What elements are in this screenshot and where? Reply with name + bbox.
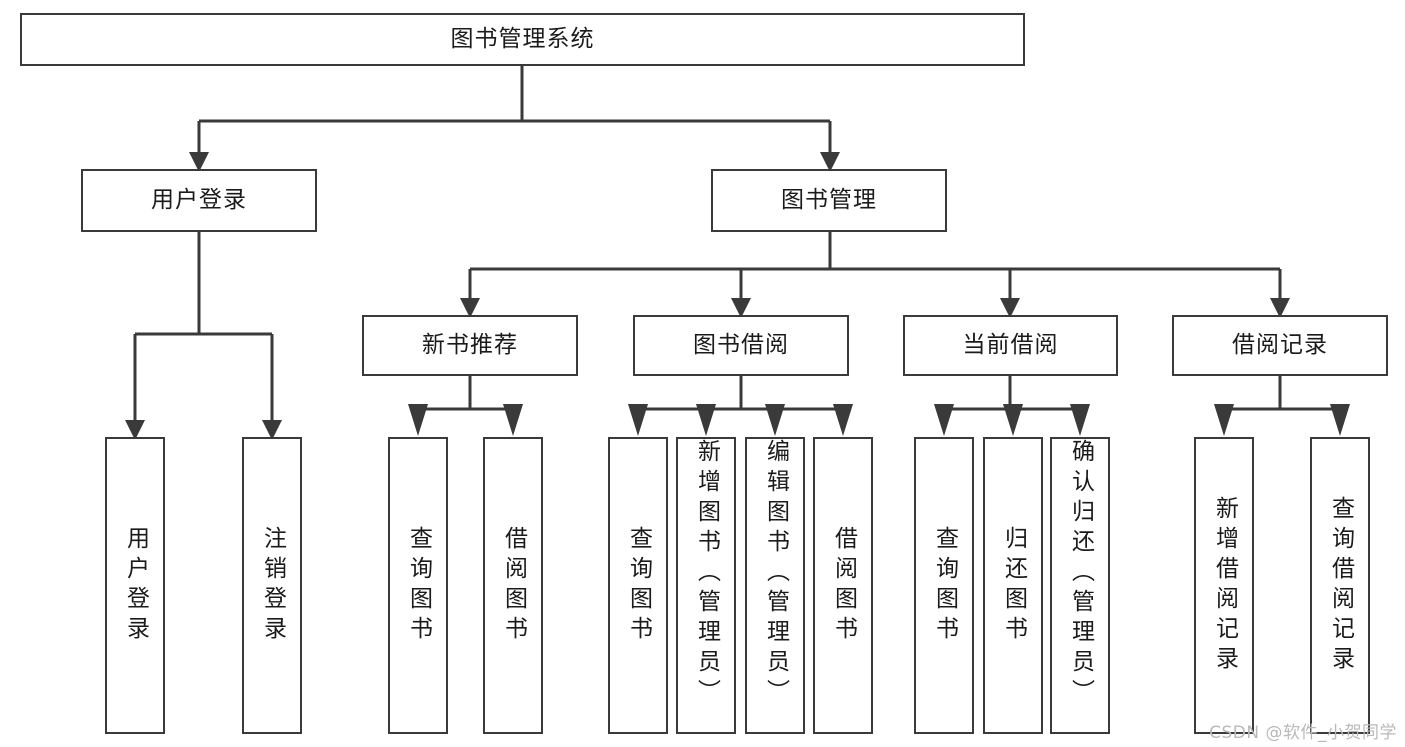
node-leaf-query-book-1[interactable]: 查询图书 [388, 437, 448, 734]
node-current-borrow-label: 当前借阅 [962, 332, 1059, 358]
node-leaf-confirm-return[interactable]: 确认归还（管理员） [1050, 437, 1110, 734]
node-leaf-query-book-3-label: 查询图书 [931, 525, 958, 646]
arrow-leaf-query-record [1330, 404, 1350, 436]
arrow-leaf-query-book-1 [408, 404, 428, 436]
node-book-manage[interactable]: 图书管理 [711, 169, 947, 232]
node-leaf-edit-book-label: 编辑图书（管理员） [762, 439, 789, 709]
arrow-leaf-add-book [696, 404, 716, 436]
node-current-borrow[interactable]: 当前借阅 [903, 315, 1118, 376]
node-leaf-return-book-label: 归还图书 [1000, 525, 1027, 646]
node-leaf-edit-book[interactable]: 编辑图书（管理员） [745, 437, 805, 734]
arrow-leaf-query-book-3 [934, 404, 954, 436]
node-leaf-query-record[interactable]: 查询借阅记录 [1310, 437, 1370, 734]
node-book-manage-label: 图书管理 [781, 187, 877, 213]
arrow-leaf-borrow-book-2 [833, 404, 853, 436]
node-root[interactable]: 图书管理系统 [20, 13, 1025, 66]
arrow-borrow-record [1270, 298, 1290, 318]
node-user-login-label: 用户登录 [151, 187, 247, 213]
node-root-label: 图书管理系统 [450, 26, 595, 52]
node-leaf-borrow-book-2[interactable]: 借阅图书 [813, 437, 873, 734]
arrow-leaf-borrow-book-1 [503, 404, 523, 436]
node-leaf-query-book-3[interactable]: 查询图书 [914, 437, 974, 734]
arrow-leaf-user-login [125, 420, 145, 440]
arrowheads [125, 152, 1350, 440]
node-leaf-add-book-label: 新增图书（管理员） [693, 439, 720, 709]
arrow-leaf-edit-book [765, 404, 785, 436]
node-leaf-add-record[interactable]: 新增借阅记录 [1194, 437, 1254, 734]
node-leaf-borrow-book-1[interactable]: 借阅图书 [483, 437, 543, 734]
node-leaf-user-login-label: 用户登录 [122, 525, 149, 646]
node-leaf-add-book[interactable]: 新增图书（管理员） [676, 437, 736, 734]
node-leaf-borrow-book-1-label: 借阅图书 [500, 525, 527, 646]
arrow-book-borrow [731, 298, 751, 318]
node-book-borrow[interactable]: 图书借阅 [633, 315, 849, 376]
node-user-login[interactable]: 用户登录 [81, 169, 317, 232]
arrow-leaf-confirm-return [1070, 404, 1090, 436]
arrow-leaf-query-book-2 [628, 404, 648, 436]
node-book-borrow-label: 图书借阅 [693, 332, 789, 358]
arrow-user-login [189, 152, 209, 172]
arrow-book-manage [820, 152, 840, 172]
node-leaf-query-book-2[interactable]: 查询图书 [608, 437, 668, 734]
watermark-text: CSDN @软件_小贺同学 [1209, 723, 1397, 743]
node-leaf-query-book-1-label: 查询图书 [405, 525, 432, 646]
arrow-leaf-return-book [1003, 404, 1023, 436]
node-leaf-add-record-label: 新增借阅记录 [1211, 495, 1238, 676]
node-leaf-return-book[interactable]: 归还图书 [983, 437, 1043, 734]
node-leaf-borrow-book-2-label: 借阅图书 [830, 525, 857, 646]
node-leaf-logout-label: 注销登录 [259, 525, 286, 646]
node-borrow-record[interactable]: 借阅记录 [1172, 315, 1388, 376]
node-new-book-rec[interactable]: 新书推荐 [362, 315, 578, 376]
node-new-book-rec-label: 新书推荐 [422, 332, 518, 358]
arrow-leaf-logout [262, 420, 282, 440]
node-leaf-logout[interactable]: 注销登录 [242, 437, 302, 734]
node-leaf-query-book-2-label: 查询图书 [625, 525, 652, 646]
arrow-new-book-rec [460, 298, 480, 318]
node-leaf-confirm-return-label: 确认归还（管理员） [1067, 439, 1094, 709]
arrow-current-borrow [1000, 298, 1020, 318]
node-leaf-query-record-label: 查询借阅记录 [1327, 495, 1354, 676]
node-leaf-user-login[interactable]: 用户登录 [105, 437, 165, 734]
arrow-leaf-add-record [1214, 404, 1234, 436]
node-borrow-record-label: 借阅记录 [1232, 332, 1328, 358]
